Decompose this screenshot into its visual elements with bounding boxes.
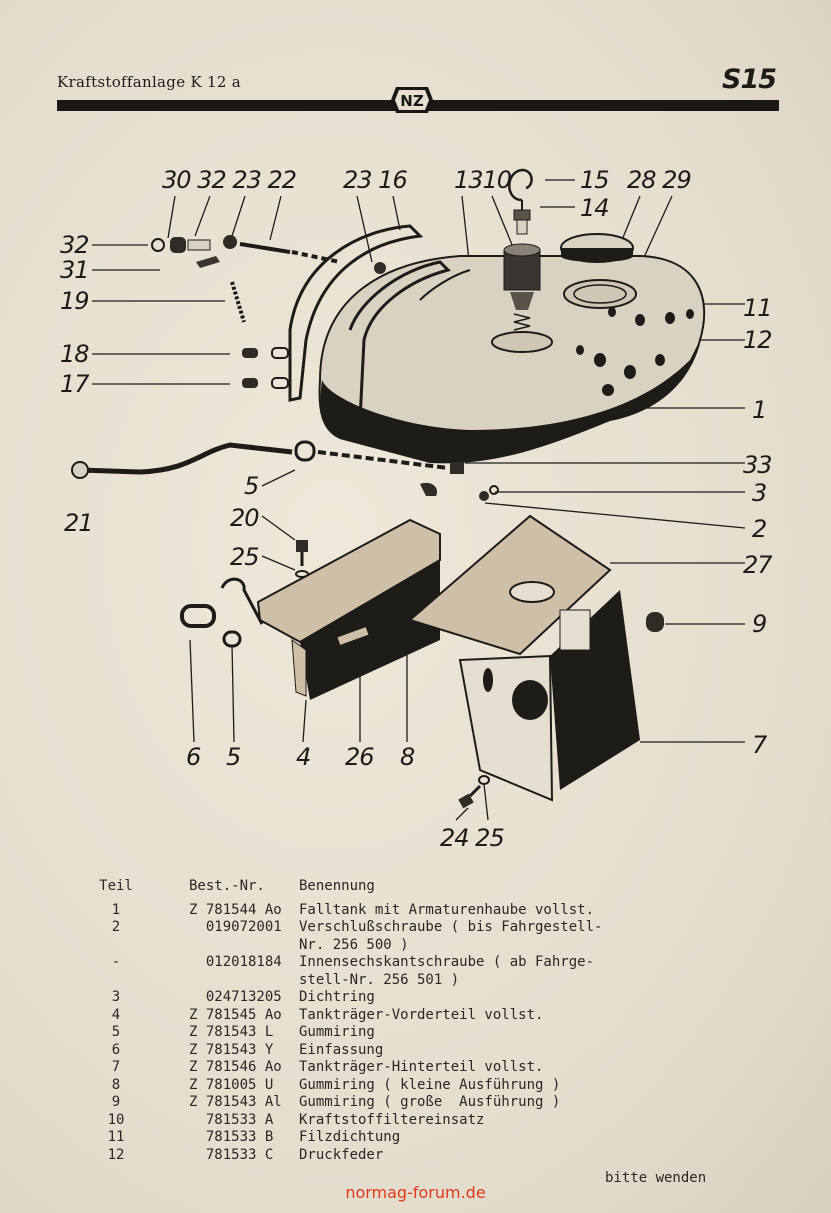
order-number: Z 781005 U — [189, 1076, 274, 1093]
order-number: 781533 B — [189, 1129, 274, 1145]
turn-page-note: bitte wenden — [605, 1170, 707, 1186]
table-row: 10 781533 A Kraftstoffiltereinsatz — [93, 1112, 753, 1130]
table-row: 6 Z 781543 Y Einfassung — [93, 1042, 753, 1060]
callout-top-d: 28 29 — [627, 166, 692, 194]
part-number: 10 — [107, 1111, 125, 1128]
callout-9: 9 — [752, 610, 767, 638]
callout-24-25: 24 25 — [440, 824, 505, 852]
callout-26: 26 — [345, 743, 375, 771]
part-name: Falltank mit Armaturenhaube vollst. — [299, 901, 595, 918]
table-row: - 012018184 Innensechskantschraube ( ab F… — [93, 954, 753, 989]
part-name: Innensechskantschraube ( ab Fahrge- stel… — [299, 954, 595, 988]
callout-4: 4 — [296, 743, 311, 771]
order-number: 019072001 — [189, 919, 282, 935]
table-row: 4 Z 781545 Ao Tankträger-Vorderteil vollst… — [93, 1007, 753, 1025]
part-number: 9 — [111, 1094, 121, 1110]
table-row: 2 019072001 Verschlußschraube ( bis Fahrg… — [93, 919, 753, 954]
callout-20: 20 — [230, 504, 260, 532]
part-number: 5 — [111, 1024, 121, 1040]
logo-text: NZ — [400, 92, 424, 110]
part-number: 6 — [111, 1041, 121, 1058]
callout-5-lower: 5 — [226, 743, 241, 771]
part-name: Gummiring ( große Ausführung ) — [299, 1094, 561, 1110]
table-row: 5 Z 781543 L Gummiring — [93, 1024, 753, 1042]
order-number: Z 781544 Ao — [189, 901, 282, 918]
table-row: 7 Z 781546 Ao Tankträger-Hinterteil vollst… — [93, 1059, 753, 1077]
callout-17: 17 — [60, 370, 90, 398]
part-number: 3 — [111, 989, 121, 1005]
callout-12: 12 — [743, 326, 773, 354]
nz-logo: NZ — [391, 87, 433, 113]
part-name: Verschlußschraube ( bis Fahrgestell- Nr.… — [299, 919, 603, 953]
part-number: 12 — [107, 1146, 125, 1163]
part-name: Tankträger-Vorderteil vollst. — [299, 1006, 544, 1023]
header-best-nr: Best.-Nr. — [189, 878, 265, 894]
part-name: Einfassung — [299, 1041, 384, 1058]
part-number: 1 — [111, 901, 121, 918]
order-number: Z 781546 Ao — [189, 1059, 282, 1075]
callout-32: 32 — [60, 231, 90, 259]
callout-14: 14 — [580, 194, 610, 222]
callout-11: 11 — [743, 294, 773, 322]
order-number: Z 781543 Y — [189, 1041, 274, 1058]
part-name: Gummiring ( kleine Ausführung ) — [299, 1076, 561, 1093]
table-row: 12 781533 C Druckfeder — [93, 1147, 753, 1165]
parts-header-row: Teil Best.-Nr. Benennung — [93, 878, 753, 896]
part-name: Filzdichtung — [299, 1129, 401, 1145]
order-number: Z 781545 Ao — [189, 1006, 282, 1023]
order-number: 012018184 — [189, 954, 282, 970]
parts-list: Teil Best.-Nr. Benennung 1 Z 781544 Ao Fal… — [93, 878, 753, 1164]
exploded-view-diagram — [71, 168, 746, 821]
header-benennung: Benennung — [299, 878, 375, 894]
part-number: 7 — [111, 1059, 121, 1075]
forum-watermark: normag-forum.de — [345, 1183, 486, 1202]
callout-top-a: 30 32 23 22 — [162, 166, 297, 194]
callout-6: 6 — [186, 743, 201, 771]
page-number: S15 — [722, 64, 777, 95]
part-number: 11 — [107, 1129, 125, 1145]
order-number: Z 781543 Al — [189, 1094, 282, 1110]
header-teil: Teil — [99, 878, 133, 894]
table-row: 11 781533 B Filzdichtung — [93, 1129, 753, 1147]
part-name: Tankträger-Hinterteil vollst. — [299, 1059, 544, 1075]
table-row: 3 024713205 Dichtring — [93, 989, 753, 1007]
part-name: Kraftstoffiltereinsatz — [299, 1111, 485, 1128]
order-number: Z 781543 L — [189, 1024, 274, 1040]
order-number: 781533 C — [189, 1146, 274, 1163]
callout-3: 3 — [752, 479, 767, 507]
callout-15: 15 — [580, 166, 610, 194]
callout-5-upper: 5 — [244, 472, 259, 500]
section-title: Kraftstoffanlage K 12 a — [57, 73, 242, 91]
callout-21: 21 — [64, 509, 94, 537]
callout-7: 7 — [752, 731, 767, 759]
callout-top-b: 23 16 — [343, 166, 408, 194]
callout-top-c: 1310 — [454, 166, 512, 194]
part-number: - — [111, 954, 121, 970]
part-number: 4 — [111, 1006, 121, 1023]
callout-18: 18 — [60, 340, 90, 368]
order-number: 781533 A — [189, 1111, 274, 1128]
part-name: Druckfeder — [299, 1146, 384, 1163]
part-number: 8 — [111, 1076, 121, 1093]
table-row: 9 Z 781543 Al Gummiring ( große Ausführung… — [93, 1094, 753, 1112]
callout-31: 31 — [60, 256, 90, 284]
table-row: 1 Z 781544 Ao Falltank mit Armaturenhaube … — [93, 902, 753, 920]
part-number: 2 — [111, 919, 121, 935]
callout-33: 33 — [743, 451, 773, 479]
callout-8: 8 — [400, 743, 415, 771]
callout-25: 25 — [230, 543, 260, 571]
callout-1: 1 — [752, 396, 767, 424]
part-name: Gummiring — [299, 1024, 375, 1040]
callout-19: 19 — [60, 287, 90, 315]
table-row: 8 Z 781005 U Gummiring ( kleine Ausführung… — [93, 1077, 753, 1095]
order-number: 024713205 — [189, 989, 282, 1005]
callout-2: 2 — [752, 515, 767, 543]
part-name: Dichtring — [299, 989, 375, 1005]
callout-27: 27 — [743, 551, 773, 579]
